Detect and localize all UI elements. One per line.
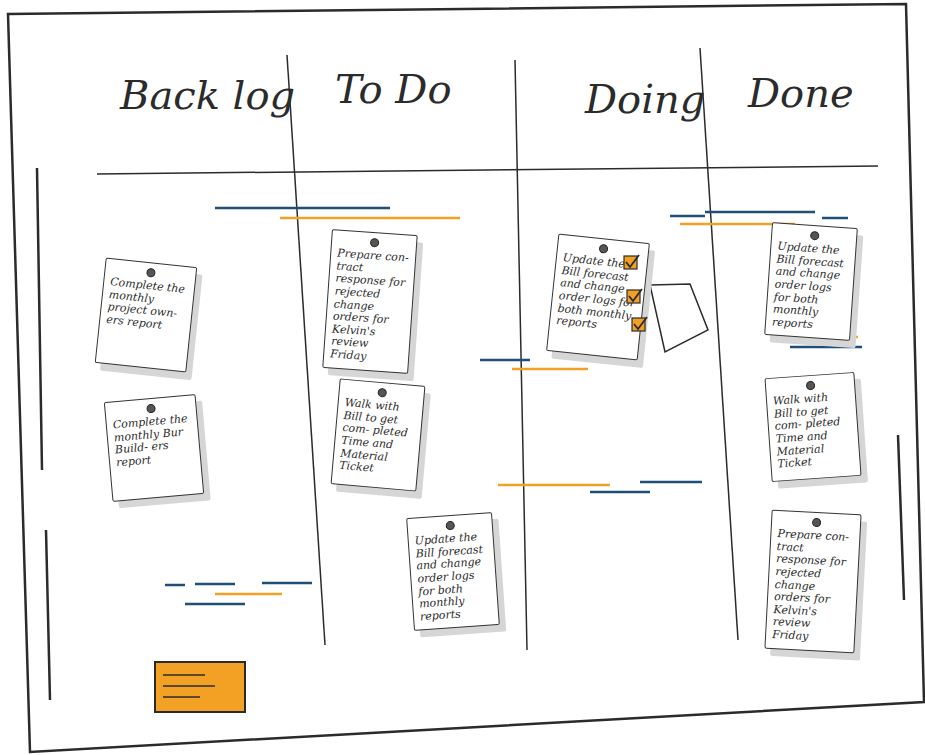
pin xyxy=(445,521,455,531)
column-divider xyxy=(515,60,527,650)
sticky-note: Walk with Bill to get com- pleted Time a… xyxy=(331,378,426,491)
note-text: Prepare con- tract response for rejected… xyxy=(330,248,411,367)
note-text: Prepare con- tract response for rejected… xyxy=(772,528,855,646)
column-heading: To Do xyxy=(335,66,452,112)
eraser-block xyxy=(155,662,245,712)
sticky-note: Update the Bill forecast and change orde… xyxy=(546,234,650,361)
checkbox xyxy=(624,255,639,269)
pin xyxy=(599,244,609,254)
note-text: Update the Bill forecast and change orde… xyxy=(414,531,493,624)
column-heading: Doing xyxy=(585,76,705,122)
pin xyxy=(146,404,156,414)
header-rule xyxy=(97,166,878,174)
sticky-note: Walk with Bill to get com- pleted Time a… xyxy=(764,372,861,482)
side-bar xyxy=(37,168,42,470)
board-frame xyxy=(8,4,924,752)
checkbox xyxy=(627,289,642,303)
column-heading: Back log xyxy=(120,72,295,118)
column-heading: Done xyxy=(748,70,854,116)
column-divider xyxy=(287,55,325,645)
pin xyxy=(146,268,156,278)
pin xyxy=(812,518,821,527)
pin xyxy=(370,238,380,248)
side-bar xyxy=(898,435,904,600)
note-text: Update the Bill forecast and change orde… xyxy=(772,241,851,334)
sticky-note: Prepare con- tract response for rejected… xyxy=(322,229,417,373)
note-text: Walk with Bill to get com- pleted Time a… xyxy=(773,390,855,471)
sticky-note: Prepare con- tract response for rejected… xyxy=(764,510,861,653)
checkbox xyxy=(632,317,647,331)
sticky-note: Update the Bill forecast and change orde… xyxy=(764,222,858,341)
note-text: Complete the monthly project own- ers re… xyxy=(106,276,190,335)
note-text: Walk with Bill to get com- pleted Time a… xyxy=(339,397,418,479)
back-sheet xyxy=(650,284,708,352)
sticky-note: Complete the monthly Bur Build- ers repo… xyxy=(104,394,204,502)
note-text: Complete the monthly Bur Build- ers repo… xyxy=(112,413,195,470)
accent-dashes xyxy=(165,208,862,604)
pin xyxy=(377,388,387,398)
note-text: Update the Bill forecast and change orde… xyxy=(556,252,642,336)
sticky-note: Update the Bill forecast and change orde… xyxy=(406,512,500,631)
sticky-note: Complete the monthly project own- ers re… xyxy=(95,257,198,372)
side-bar xyxy=(46,530,50,700)
pin xyxy=(810,231,820,241)
pin xyxy=(806,381,816,391)
column-divider xyxy=(700,48,738,640)
